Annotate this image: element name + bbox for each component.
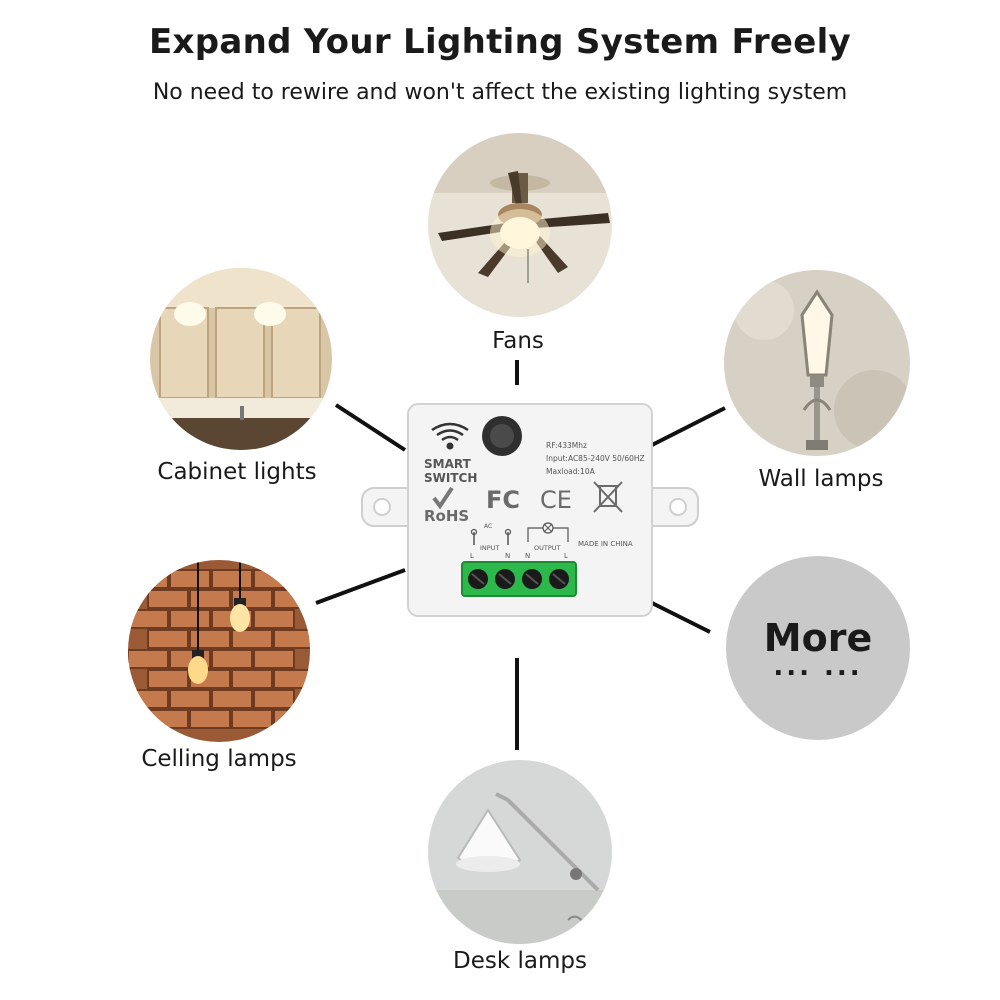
terminal-label-l2: L	[564, 552, 568, 560]
wall-lamp-image	[724, 270, 910, 456]
spec-maxload: Maxload:10A	[546, 467, 596, 476]
connector-ceiling	[315, 568, 406, 605]
terminal-screws	[468, 569, 569, 589]
more-label: More	[763, 616, 873, 660]
ceiling-lamps-image	[128, 560, 310, 742]
label-input: INPUT	[480, 544, 499, 552]
more-circle[interactable]: More ... ...	[726, 556, 910, 740]
wifi-icon	[431, 422, 469, 450]
fan-image	[428, 133, 612, 317]
brand-line2: SWITCH	[424, 471, 477, 485]
more-dots: ... ...	[773, 652, 863, 682]
label-output: OUTPUT	[534, 544, 561, 552]
label-wall-lamps: Wall lamps	[758, 466, 884, 492]
label-ac: AC	[484, 523, 492, 530]
connector-more	[651, 601, 711, 634]
label-ceiling-lamps: Celling lamps	[141, 746, 297, 772]
cert-ce: CE	[540, 486, 572, 514]
page-title: Expand Your Lighting System Freely	[148, 22, 852, 62]
cabinet-lights-image	[150, 268, 332, 450]
label-made-in: MADE IN CHINA	[578, 540, 633, 548]
rohs-check-icon	[432, 486, 454, 510]
spec-rf: RF:433Mhz	[546, 441, 587, 450]
label-desk-lamps: Desk lamps	[453, 948, 587, 974]
label-fans: Fans	[492, 328, 544, 354]
terminal-label-n1: N	[505, 552, 510, 560]
brand-line1: SMART	[424, 457, 472, 471]
connector-cabinet	[334, 403, 407, 452]
terminal-block	[461, 561, 577, 597]
page-subtitle: No need to rewire and won't affect the e…	[152, 80, 848, 105]
cert-fc: FC	[486, 486, 520, 514]
weee-bin-icon	[593, 481, 623, 513]
terminal-label-n2: N	[525, 552, 530, 560]
spec-input: Input:AC85-240V 50/60HZ	[546, 454, 645, 463]
label-cabinet-lights: Cabinet lights	[157, 459, 317, 485]
smart-switch-device: RF:433Mhz Input:AC85-240V 50/60HZ Maxloa…	[361, 403, 699, 617]
cert-rohs: RoHS	[424, 507, 469, 525]
desk-lamp-image	[428, 760, 612, 944]
terminal-label-l1: L	[470, 552, 474, 560]
connector-wall	[651, 406, 726, 447]
